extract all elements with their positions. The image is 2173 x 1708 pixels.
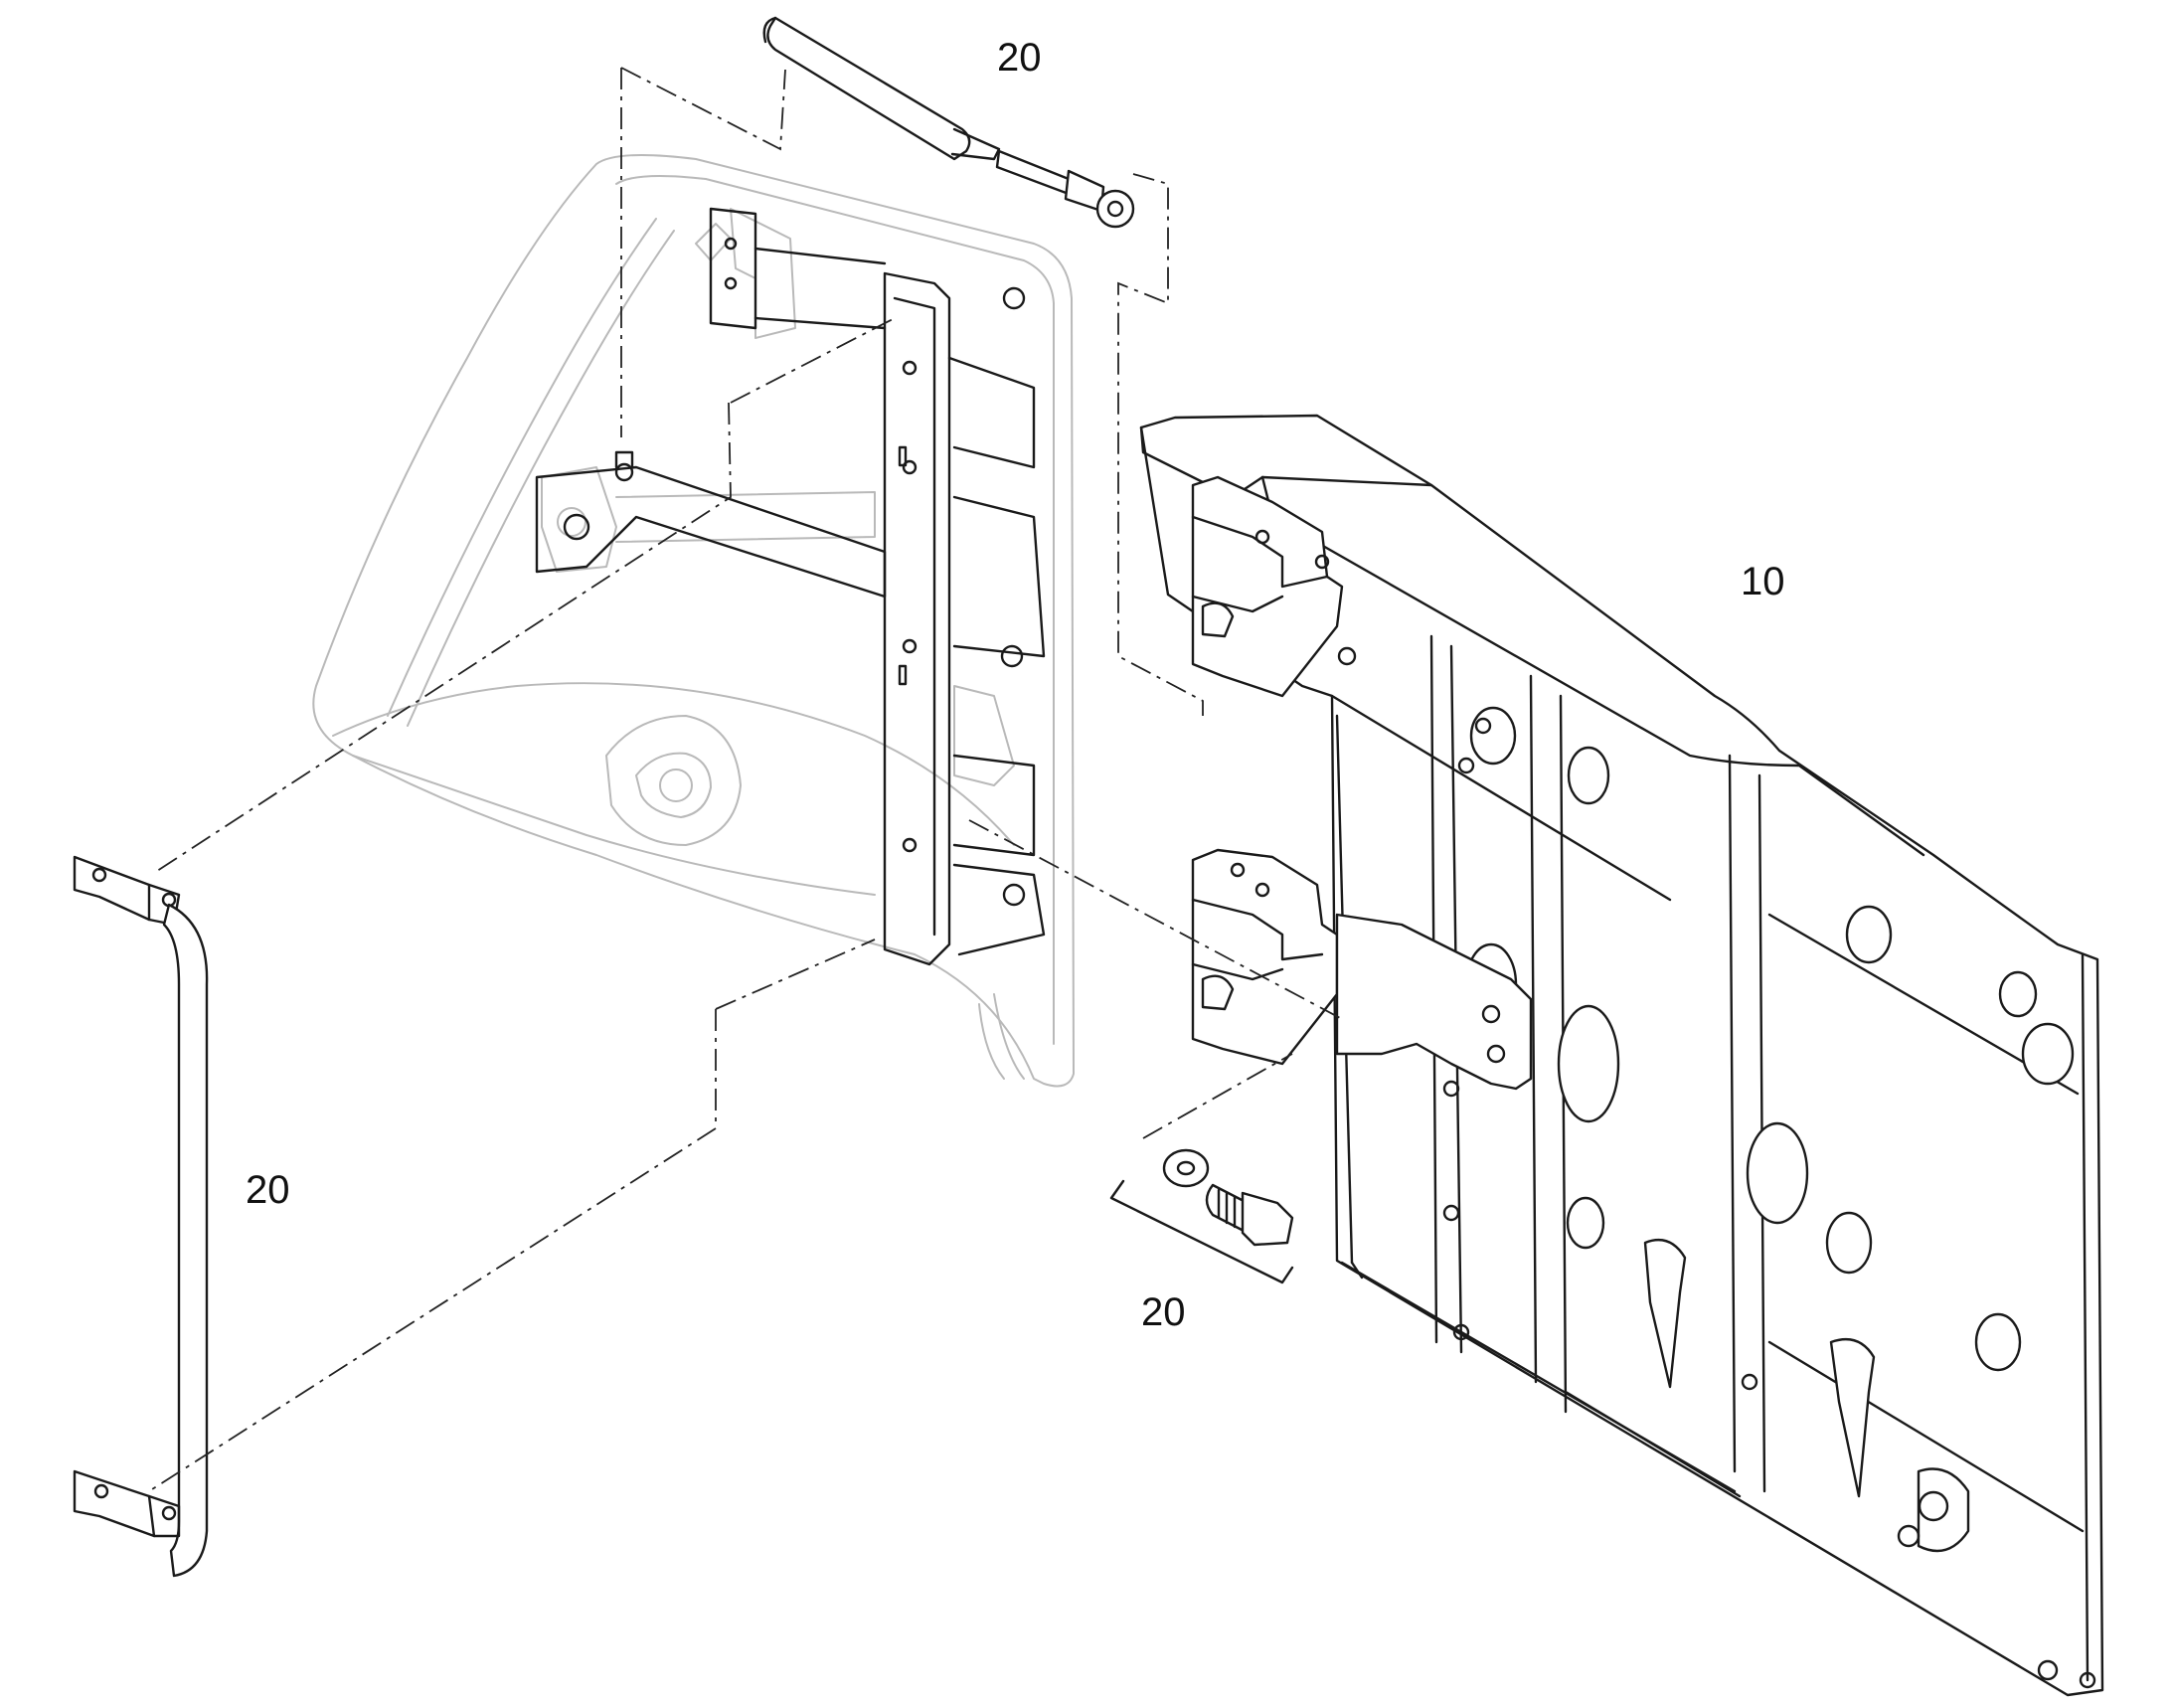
callout-bolt-washer: 20 (1141, 1290, 1186, 1334)
gas-strut (762, 16, 1135, 229)
grab-handle (73, 855, 209, 1578)
mirror-mounting-bracket (535, 207, 1046, 966)
bolt-and-washer (1109, 1148, 1294, 1284)
assembly-leader-lines (148, 67, 1343, 1492)
callout-panel-assembly: 10 (1741, 560, 1785, 603)
callout-grab-handle: 20 (246, 1168, 290, 1212)
mirror-housing-ghost (312, 154, 1075, 1088)
panel-assembly (1139, 414, 2104, 1697)
callout-gas-strut: 20 (997, 36, 1042, 80)
